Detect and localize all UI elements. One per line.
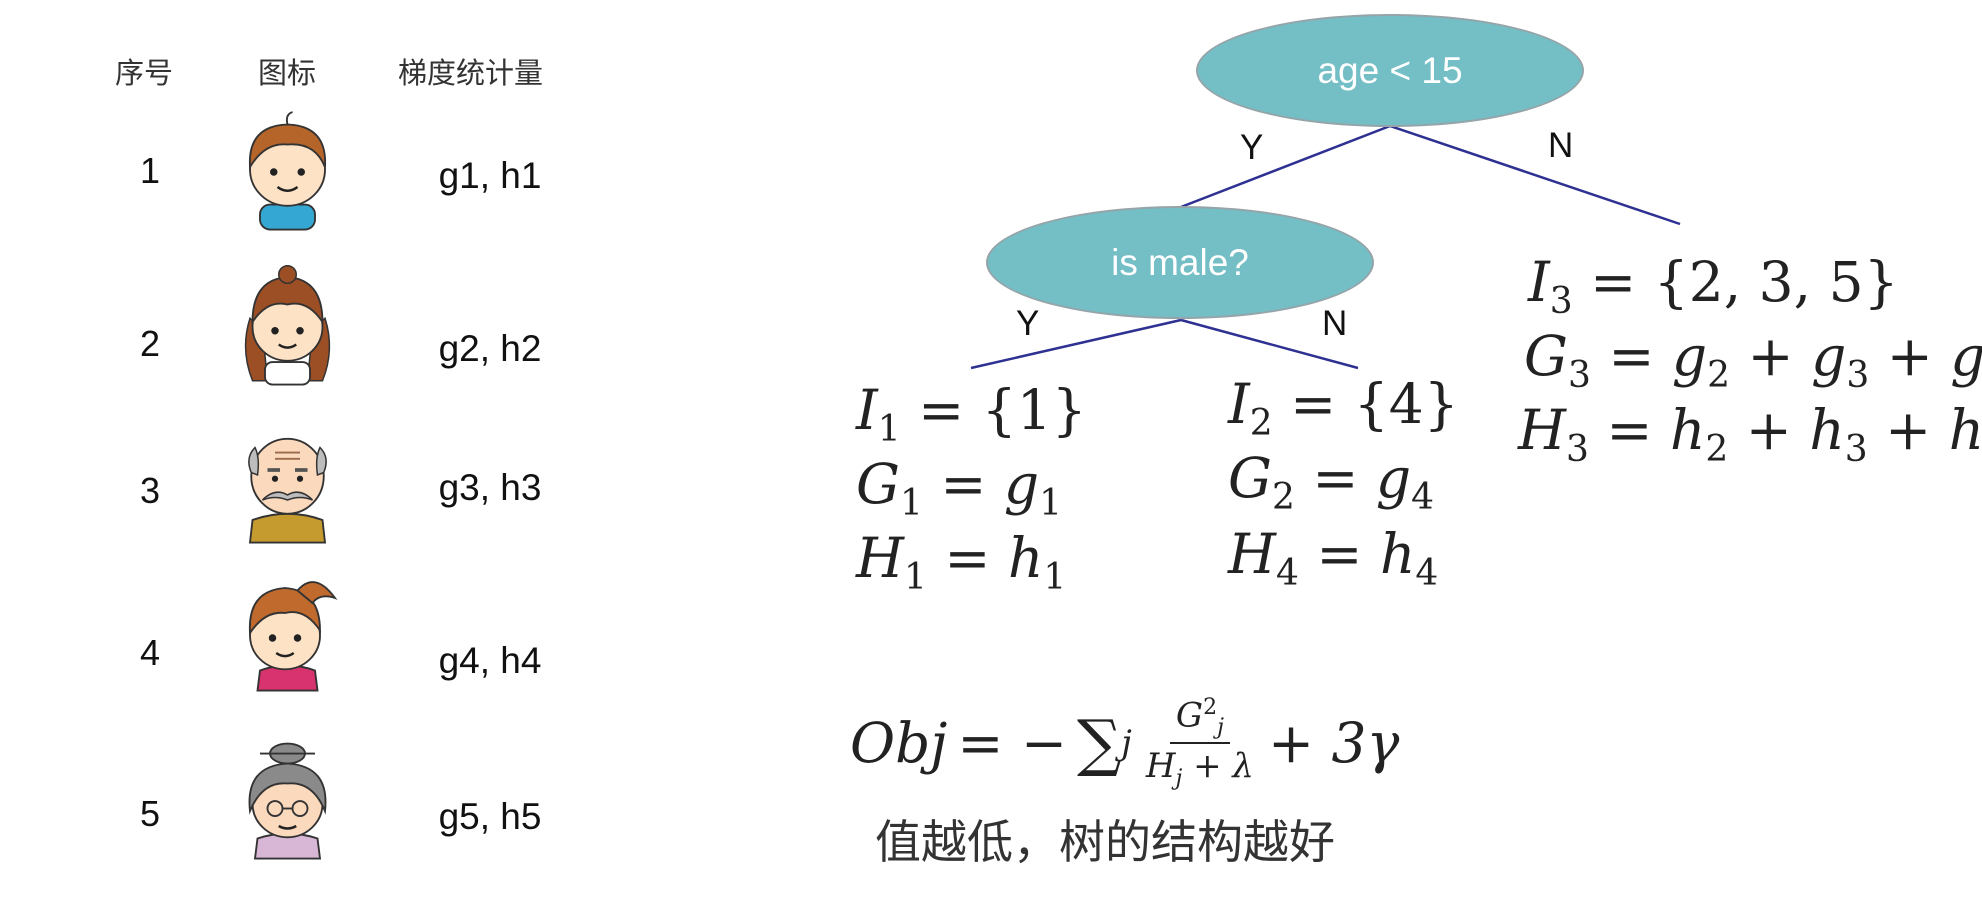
- leaf1-I-set: {1}: [981, 378, 1087, 442]
- objective-caption: 值越低，树的结构越好: [875, 815, 1335, 869]
- root-node: age < 15: [1196, 14, 1584, 127]
- row-gradient-2: g2, h2: [438, 328, 542, 369]
- child-node-label: is male?: [1111, 241, 1249, 283]
- edge-child-no: [1180, 318, 1359, 370]
- edge-child-yes: [970, 318, 1182, 370]
- objective-lhs: Obj: [850, 710, 948, 775]
- grandfather-icon: [225, 420, 350, 545]
- child-no-label: N: [1322, 304, 1348, 343]
- root-node-label: age < 15: [1317, 49, 1463, 91]
- boy-icon: [225, 107, 350, 232]
- row-gradient-1: g1, h1: [438, 155, 542, 196]
- objective-tail: + 3γ: [1267, 710, 1400, 775]
- row-gradient-4: g4, h4: [438, 640, 542, 681]
- grandmother-icon: [225, 736, 350, 861]
- leaf3-I-set: {2, 3, 5}: [1653, 250, 1899, 314]
- child-node: is male?: [986, 206, 1374, 319]
- column-header-icon: 图标: [258, 56, 317, 90]
- row-index-3: 3: [139, 470, 161, 511]
- row-gradient-3: g3, h3: [438, 467, 542, 508]
- leaf3-I: I3 = {2, 3, 5}: [1528, 250, 1899, 322]
- objective-formula: Obj = − ∑j G2j Hj + λ + 3γ: [850, 695, 1400, 791]
- leaf2-G: G2 = g4: [1228, 446, 1435, 518]
- row-index-5: 5: [139, 793, 161, 834]
- column-header-index: 序号: [115, 56, 174, 90]
- edge-root-yes: [1180, 124, 1391, 209]
- row-gradient-5: g5, h5: [438, 796, 542, 837]
- leaf2-I-set: {4}: [1353, 372, 1459, 436]
- woman-icon: [225, 568, 350, 693]
- leaf1-G: G1 = g1: [856, 452, 1063, 524]
- row-index-1: 1: [139, 150, 161, 191]
- child-yes-label: Y: [1016, 304, 1040, 343]
- column-header-gradient: 梯度统计量: [398, 56, 544, 90]
- sum-symbol: ∑: [1077, 706, 1122, 780]
- root-yes-label: Y: [1240, 128, 1264, 167]
- leaf3-H: H3 = h2 + h3 + h5: [1518, 398, 1982, 470]
- leaf1-I: I1 = {1}: [856, 378, 1087, 450]
- objective-fraction: G2j Hj + λ: [1145, 695, 1254, 791]
- root-no-label: N: [1548, 126, 1574, 165]
- leaf1-H: H1 = h1: [856, 526, 1067, 598]
- row-index-4: 4: [139, 632, 161, 673]
- girl-icon: [225, 262, 350, 387]
- edge-root-no: [1389, 124, 1681, 226]
- row-index-2: 2: [139, 323, 161, 364]
- leaf2-H: H4 = h4: [1228, 522, 1439, 594]
- leaf2-I: I2 = {4}: [1228, 372, 1459, 444]
- leaf3-G: G3 = g2 + g3 + g5: [1524, 324, 1982, 396]
